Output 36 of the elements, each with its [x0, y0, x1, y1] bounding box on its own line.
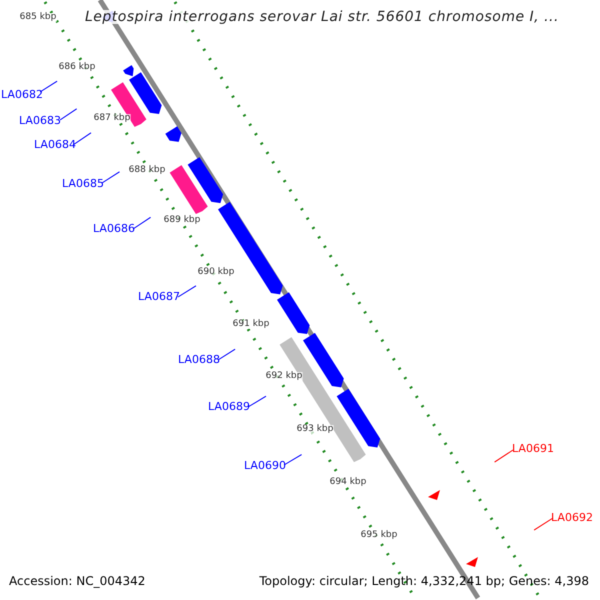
leader-line: [72, 132, 92, 146]
leader-line: [40, 80, 58, 92]
tick-label: 685 kbp: [20, 13, 56, 22]
gene-label: LA0686: [93, 223, 135, 234]
leader-line: [534, 518, 554, 531]
tick-label: 692 kbp: [266, 372, 302, 381]
gene-label: LA0687: [138, 291, 180, 302]
leader-line: [178, 285, 196, 298]
gene-label: LA0682: [1, 89, 43, 100]
gene-label: LA0684: [34, 139, 76, 150]
tick-label: 686 kbp: [58, 63, 96, 72]
gene-label: LA0692: [551, 512, 593, 523]
leader-line: [494, 450, 514, 463]
gene-label: LA0688: [178, 354, 220, 365]
tick-label: 694 kbp: [330, 478, 366, 487]
leader-line: [248, 396, 266, 408]
leader-line: [102, 171, 120, 184]
leader-line: [218, 348, 236, 360]
tick-label: 687 kbp: [94, 114, 130, 123]
gene-label: LA0683: [19, 115, 61, 126]
gene-label: LA0690: [244, 460, 286, 471]
gene-label: LA0689: [208, 401, 250, 412]
gene-label: LA0691: [512, 443, 554, 454]
leader-line: [132, 216, 152, 230]
tick-label: 689 kbp: [164, 216, 200, 225]
tick-label: 693 kbp: [296, 425, 334, 434]
leader-line: [284, 454, 302, 466]
accession-text: Accession: NC_004342: [9, 575, 146, 587]
genome-info-text: Topology: circular; Length: 4,332,241 bp; Genes: 4,398: [259, 575, 589, 587]
tick-label: 688 kbp: [128, 166, 166, 175]
leader-line: [60, 108, 78, 120]
map-title: Leptospira interrogans serovar Lai str. 56601 chromosome I, ...: [85, 10, 559, 24]
tick-label: 695 kbp: [360, 531, 398, 540]
gene-label: LA0685: [62, 178, 104, 189]
tick-label: 690 kbp: [198, 268, 234, 277]
tick-label: 691 kbp: [232, 320, 270, 329]
